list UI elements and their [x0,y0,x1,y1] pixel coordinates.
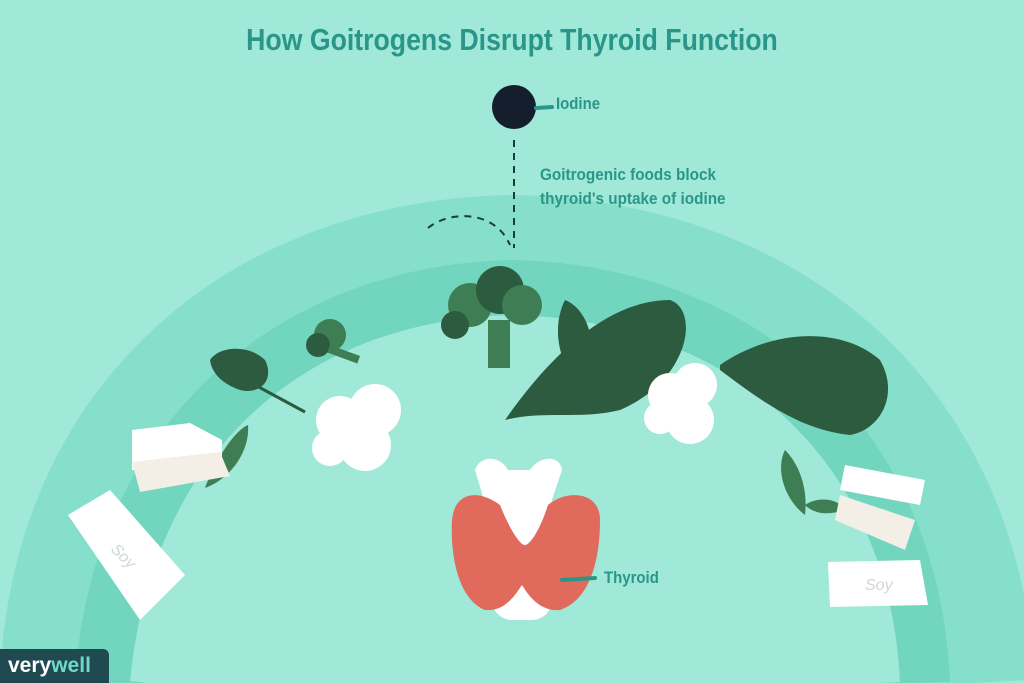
caption: Goitrogenic foods block thyroid's uptake… [540,163,726,211]
thyroid-label: Thyroid [604,568,659,587]
logo-part-2: well [51,654,91,677]
svg-text:Soy: Soy [865,577,894,594]
iodine-label: Iodine [556,94,601,113]
broccoli [306,266,542,368]
cauliflower [312,363,717,471]
verywell-logo: verywell [0,649,109,683]
iodine-molecule [492,85,536,129]
blocked-path-arrow [427,140,515,248]
thyroid-gland [451,458,600,620]
tofu [132,423,925,550]
caption-line-2: thyroid's uptake of iodine [540,189,726,208]
kale-leaves [205,300,889,515]
logo-part-1: very [8,654,52,677]
soy-milk-carton: Soy Soy [68,490,928,620]
page-title: How Goitrogens Disrupt Thyroid Function [246,22,778,57]
caption-line-1: Goitrogenic foods block [540,165,716,184]
